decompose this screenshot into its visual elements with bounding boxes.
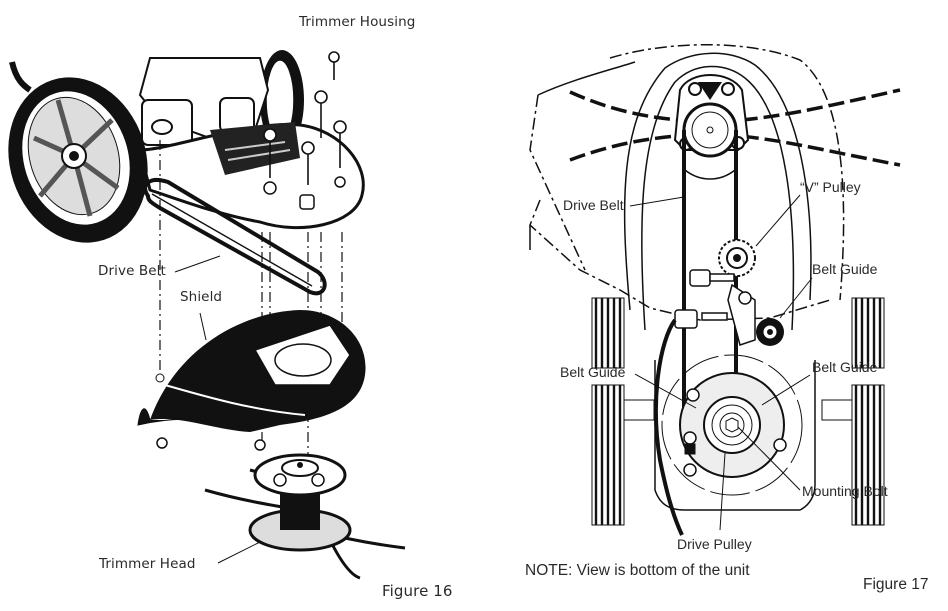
housing-solid (529, 52, 812, 331)
bolts (263, 51, 347, 185)
left-wheel-bottom (591, 384, 655, 526)
shield (137, 310, 366, 432)
label-belt-guide-right: Belt Guide (812, 359, 878, 375)
label-shield: Shield (180, 289, 223, 305)
figure-17-illustration (529, 44, 901, 536)
figure-16-illustration (8, 50, 406, 580)
idler-arm (674, 269, 756, 346)
belt-guide-roller (756, 318, 784, 346)
figure-17-caption: Figure 17 (863, 576, 929, 593)
label-v-pulley: “V” Pulley (800, 179, 861, 195)
drive-belt (143, 177, 327, 296)
figure-17: Drive Belt “V” Pulley Belt Guide Belt Gu… (470, 0, 948, 611)
v-pulley (718, 239, 756, 277)
right-wheel-bottom (821, 384, 885, 526)
drive-pulley-assembly (661, 354, 803, 496)
label-belt-guide-upper: Belt Guide (812, 261, 878, 277)
figure-16: Trimmer Housing Drive Belt Shield Trimme… (0, 0, 470, 611)
housing-outline (529, 44, 845, 321)
label-drive-pulley: Drive Pulley (677, 536, 752, 552)
figure-16-caption: Figure 16 (382, 582, 453, 600)
trimmer-head (204, 453, 406, 580)
right-wheel-top (851, 297, 885, 369)
label-trimmer-head: Trimmer Head (99, 556, 196, 572)
top-pulley-bracket (673, 74, 750, 180)
wheels (591, 297, 885, 526)
nuts (156, 437, 266, 451)
lower-frame (654, 360, 816, 511)
label-belt-guide-left: Belt Guide (560, 364, 626, 380)
figure-16-leader-lines (174, 255, 261, 564)
front-wheel (8, 61, 148, 243)
label-drive-belt-fig17: Drive Belt (563, 197, 624, 213)
view-note: NOTE: View is bottom of the unit (525, 562, 750, 579)
figure-17-leader-lines (629, 194, 813, 531)
label-drive-belt-fig16: Drive Belt (98, 263, 166, 279)
left-wheel-top (591, 297, 625, 369)
engine-body (138, 57, 270, 146)
label-mounting-bolt: Mounting Bolt (802, 483, 888, 499)
label-trimmer-housing: Trimmer Housing (299, 14, 416, 30)
cable (654, 318, 684, 536)
